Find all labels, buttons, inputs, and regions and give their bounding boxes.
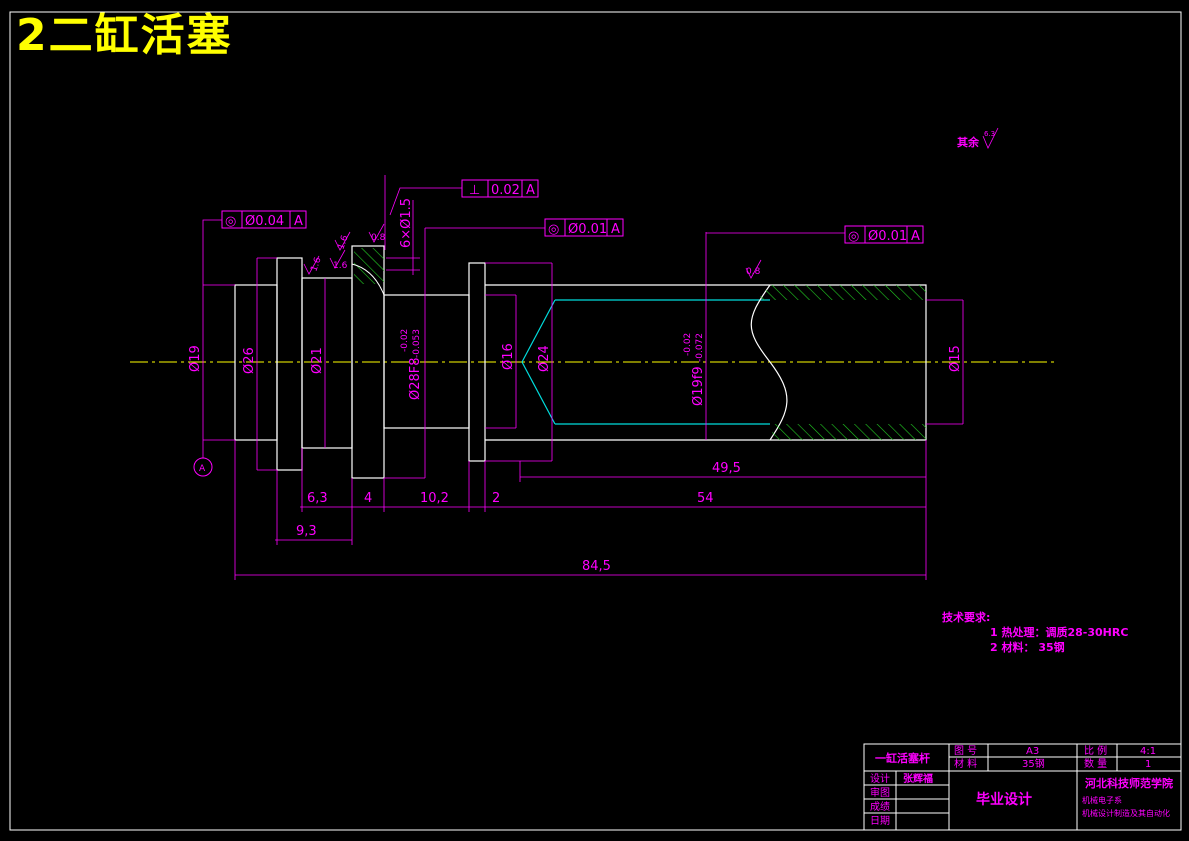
fcf-coax1-symbol: ◎	[225, 214, 236, 229]
datum-circle	[193, 457, 213, 477]
roughness-3: 1.6	[333, 261, 348, 271]
roughness-4: 0.8	[371, 233, 386, 243]
dim-d24: Ø24	[537, 345, 552, 372]
tb-qty-label: 数 量	[1084, 757, 1107, 770]
fcf-coax2	[544, 218, 624, 237]
fcf-coax3-symbol: ◎	[848, 229, 859, 244]
roughness-5: 0.8	[746, 267, 761, 277]
tb-center: 毕业设计	[976, 791, 1032, 808]
dim-d21: Ø21	[310, 347, 325, 374]
fcf-perp-datum: A	[526, 183, 535, 198]
tb-dept: 机械电子系	[1082, 795, 1122, 805]
tb-school: 河北科技师范学院	[1085, 776, 1173, 790]
drawing-title: 2二缸活塞	[16, 10, 233, 61]
dim-d19f9-upper: -0.02	[683, 333, 693, 356]
fcf-coax2-tol: Ø0.01	[568, 222, 607, 237]
fcf-coax2-datum: A	[611, 222, 620, 237]
dimension-lines	[202, 175, 964, 580]
tb-scale: 4:1	[1140, 746, 1156, 757]
fcf-coax3-tol: Ø0.01	[868, 229, 907, 244]
roughness-1: 1.6	[336, 234, 350, 251]
fcf-coax1	[221, 210, 307, 229]
datum-label: A	[199, 464, 206, 474]
surface-note-label: 其余	[957, 135, 980, 149]
tech-line2: 2 材料： 35钢	[990, 640, 1065, 654]
tb-material-label: 材 料	[954, 757, 977, 770]
tb-review-label: 审图	[870, 786, 890, 799]
roughness-symbols	[303, 127, 999, 279]
tb-major: 机械设计制造及其自动化	[1082, 808, 1170, 818]
surface-note-value: 6.3	[984, 130, 995, 138]
dim-l4: 4	[364, 491, 372, 506]
dim-d28-lower: -0.053	[412, 329, 422, 358]
dim-d16: Ø16	[501, 343, 516, 370]
section-hatching	[354, 248, 926, 440]
fcf-perp	[461, 179, 539, 198]
tb-material: 35钢	[1022, 757, 1045, 770]
tb-scale-label: 比 例	[1084, 744, 1107, 757]
tb-drawing-no: A3	[1026, 746, 1039, 757]
fcf-coax2-symbol: ◎	[548, 222, 559, 237]
dim-l845: 84,5	[582, 559, 611, 574]
dim-d28: Ø28F8	[408, 357, 423, 400]
break-line	[750, 284, 788, 441]
tech-heading: 技术要求:	[942, 610, 990, 624]
drawing-border	[9, 11, 1182, 831]
part-outline	[234, 245, 927, 479]
tb-designer: 张辉福	[903, 772, 933, 785]
dim-d19f9: Ø19f9	[691, 366, 706, 406]
tb-date-label: 日期	[870, 815, 890, 827]
tb-design-label: 设计	[870, 772, 890, 785]
fcf-perp-tol: 0.02	[491, 183, 520, 198]
inner-bore	[521, 299, 770, 425]
dim-l93: 9,3	[296, 524, 317, 539]
dim-d19f9-lower: -0.072	[695, 333, 705, 362]
dim-l63: 6,3	[307, 491, 328, 506]
dim-l495: 49,5	[712, 461, 741, 476]
dim-l54: 54	[697, 491, 714, 506]
fcf-coax3	[844, 225, 924, 244]
tb-check-label: 成绩	[870, 800, 890, 813]
fcf-coax1-tol: Ø0.04	[245, 214, 284, 229]
dim-d28-upper: -0.02	[400, 329, 410, 352]
groove-arc	[351, 263, 385, 296]
tb-part-name: 一缸活塞杆	[875, 751, 930, 765]
title-block-grid	[863, 743, 1182, 831]
dim-hole: 6×Ø1.5	[399, 198, 414, 248]
tech-line1: 1 热处理：调质28-30HRC	[990, 625, 1128, 639]
dim-d26: Ø26	[242, 347, 257, 374]
fcf-coax3-datum: A	[911, 229, 920, 244]
dim-l102: 10,2	[420, 491, 449, 506]
tb-qty: 1	[1145, 759, 1151, 770]
fcf-coax1-datum: A	[294, 214, 303, 229]
dim-d15: Ø15	[948, 345, 963, 372]
dim-l2: 2	[492, 491, 500, 506]
roughness-2: 1.6	[309, 256, 323, 273]
dim-d19: Ø19	[188, 345, 203, 372]
fcf-perp-symbol: ⊥	[469, 183, 480, 198]
tb-drawing-no-label: 图 号	[954, 745, 977, 757]
